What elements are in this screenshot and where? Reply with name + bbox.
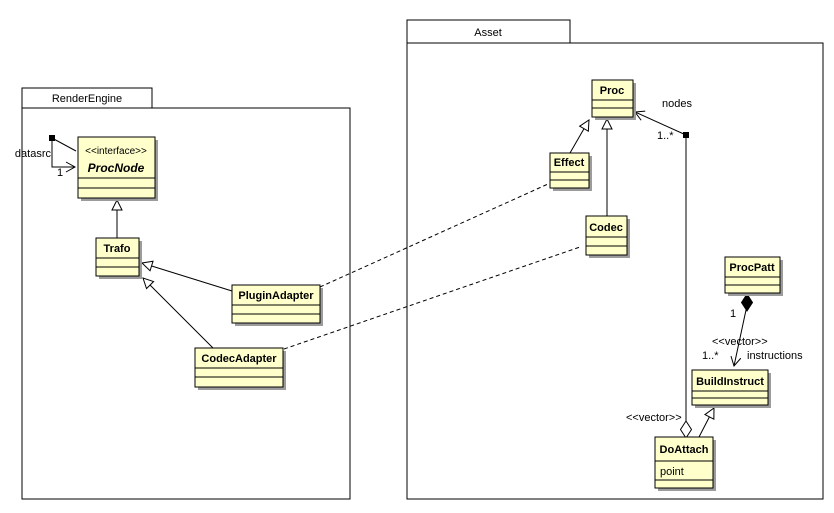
edge-aggregation-doattach-proc[interactable]	[634, 110, 693, 439]
class-name: CodecAdapter	[201, 353, 277, 365]
class-body[interactable]	[585, 215, 628, 256]
class-codecadapter[interactable]: CodecAdapter	[194, 347, 286, 390]
class-name: DoAttach	[660, 444, 709, 456]
edge-dependency-codecadapter-codec[interactable]	[283, 246, 581, 350]
class-attribute-point: point	[660, 466, 684, 478]
class-buildinstruct[interactable]: BuildInstruct	[691, 369, 771, 408]
label-instructions-role: instructions	[747, 350, 803, 362]
class-trafo[interactable]: Trafo	[95, 237, 142, 279]
label-nodes-role: nodes	[662, 98, 692, 110]
label-attach-stereotype: <<vector>>	[626, 412, 682, 424]
label-composition-multiplicity: 1	[730, 308, 736, 320]
class-proc[interactable]: Proc	[591, 79, 636, 120]
class-stereotype: <<interface>>	[85, 146, 147, 157]
class-body[interactable]	[691, 369, 769, 406]
label-instructions-multiplicity: 1..*	[702, 350, 719, 362]
class-name: ProcPatt	[729, 262, 775, 274]
class-name: BuildInstruct	[696, 376, 764, 388]
label-datasrc-multiplicity: 1	[57, 167, 63, 179]
class-name: Effect	[554, 157, 585, 169]
class-name: ProcNode	[88, 161, 145, 175]
composition-filled-diamond	[740, 293, 754, 312]
edge-generalization-pluginadapter-trafo[interactable]	[140, 260, 233, 292]
class-name: Proc	[600, 85, 624, 97]
edge-bend-handle	[49, 135, 55, 141]
package-asset-label: Asset	[474, 27, 502, 39]
edge-generalization-effect-proc[interactable]	[569, 119, 590, 154]
label-datasrc-role: datasrc	[15, 148, 52, 160]
label-nodes-multiplicity: 1..*	[657, 130, 674, 142]
edge-self-association-procnode[interactable]	[49, 135, 77, 173]
edge-composition-procpatt-buildinstruct[interactable]	[730, 293, 754, 368]
class-pluginadapter[interactable]: PluginAdapter	[231, 284, 323, 326]
class-body[interactable]	[591, 79, 634, 118]
class-body[interactable]	[724, 256, 781, 294]
class-body[interactable]	[95, 237, 140, 277]
class-name: PluginAdapter	[238, 290, 314, 302]
class-body[interactable]	[549, 152, 590, 189]
class-procnode[interactable]: <<interface>> ProcNode	[77, 136, 158, 201]
class-doattach[interactable]: DoAttach point	[654, 436, 716, 491]
class-effect[interactable]: Effect	[549, 152, 592, 191]
class-name: Codec	[589, 222, 623, 234]
edge-generalization-doattach-buildinstruct[interactable]	[698, 407, 715, 438]
edge-generalization-codecadapter-trafo[interactable]	[142, 277, 214, 349]
class-procpatt[interactable]: ProcPatt	[724, 256, 783, 296]
edge-bend-handle	[683, 132, 689, 138]
class-codec[interactable]: Codec	[585, 215, 630, 258]
package-renderengine-label: RenderEngine	[52, 93, 122, 105]
edge-self-association-line[interactable]	[51, 137, 77, 173]
label-instructions-stereotype: <<vector>>	[712, 336, 768, 348]
class-body[interactable]	[231, 284, 321, 324]
edge-composition-line[interactable]	[730, 309, 747, 368]
class-name: Trafo	[104, 243, 131, 255]
